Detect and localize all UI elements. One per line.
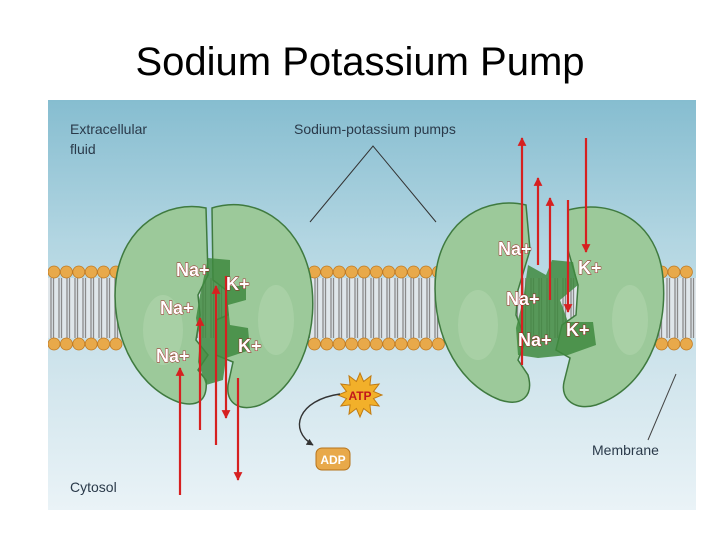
left-pump-arrows xyxy=(175,276,243,495)
na-ion-label: Na+ xyxy=(498,239,532,259)
k-ion-label: K+ xyxy=(238,336,262,356)
lipid-head xyxy=(431,337,445,351)
adp-badge: ADP xyxy=(315,447,351,471)
slide-title: Sodium Potassium Pump xyxy=(135,40,585,84)
lipid-head xyxy=(97,265,110,279)
lipid-head xyxy=(59,337,73,351)
lipid-head xyxy=(320,337,334,351)
left-pump-right-subunit xyxy=(211,203,314,409)
extracellular-label: Extracellular xyxy=(70,121,147,137)
lipid-head xyxy=(84,337,98,351)
lipid-head xyxy=(407,337,421,351)
lipid-head xyxy=(655,337,668,351)
na-ion-label: Na+ xyxy=(506,289,540,309)
lipid-head xyxy=(382,337,396,351)
lipid-head xyxy=(357,265,371,279)
na-ion-label: Na+ xyxy=(176,260,210,280)
lipid-head xyxy=(419,337,433,351)
right-pump-channel xyxy=(516,260,596,358)
lipid-head xyxy=(394,337,408,351)
lipid-head xyxy=(72,265,86,279)
lipid-head xyxy=(320,265,334,279)
lipid-head xyxy=(59,265,73,279)
atp-to-adp-arrow xyxy=(298,393,341,446)
lipid-head xyxy=(680,337,693,351)
na-ion-label: Na+ xyxy=(518,330,552,350)
extracellular-label-line2: fluid xyxy=(70,141,96,157)
membrane-label: Membrane xyxy=(592,442,659,458)
lipid-head xyxy=(109,337,123,351)
k-ion-label: K+ xyxy=(578,258,602,278)
right-pump xyxy=(434,202,665,408)
lipid-head xyxy=(369,337,383,351)
lipid-head xyxy=(72,337,86,351)
right-pump-right-subunit xyxy=(555,206,665,408)
left-pump-channel xyxy=(196,258,250,385)
right-pump-ions: Na+ Na+ Na+ K+ K+ xyxy=(498,239,602,351)
lipid-head xyxy=(357,337,371,351)
lipid-head xyxy=(97,337,110,351)
lipid-head xyxy=(407,265,421,279)
lipid-head xyxy=(48,265,61,279)
k-ion-label: K+ xyxy=(566,320,590,340)
lipid-head xyxy=(419,265,433,279)
pumps-pointer-lines xyxy=(309,145,437,223)
lipid-head xyxy=(307,337,321,351)
membrane-pointer-line xyxy=(647,373,677,441)
atp-badge: ATP xyxy=(336,371,384,419)
adp-label: ADP xyxy=(320,453,345,467)
lipid-head xyxy=(680,265,693,279)
lipid-head xyxy=(382,265,396,279)
left-pump xyxy=(114,203,314,409)
lipid-head xyxy=(667,265,681,279)
pump-diagram: ATP ADP Na+ Na+ Na+ K+ K+ Na+ Na+ Na+ K+… xyxy=(48,100,696,510)
lipid-head xyxy=(345,337,359,351)
lipid-head xyxy=(369,265,383,279)
lipid-head xyxy=(48,337,61,351)
right-pump-arrows xyxy=(517,137,591,365)
atp-label: ATP xyxy=(348,389,371,403)
pumps-label: Sodium-potassium pumps xyxy=(294,121,456,137)
lipid-head xyxy=(332,337,346,351)
lipid-head xyxy=(394,265,408,279)
left-pump-ions: Na+ Na+ Na+ K+ K+ xyxy=(156,260,262,367)
lipid-head xyxy=(332,265,346,279)
right-pump-left-subunit xyxy=(434,202,531,403)
na-ion-label: Na+ xyxy=(156,346,190,366)
lipid-head xyxy=(345,265,359,279)
lipid-head xyxy=(84,265,98,279)
k-ion-label: K+ xyxy=(226,274,250,294)
lipid-head xyxy=(667,337,681,351)
cytosol-label: Cytosol xyxy=(70,479,117,495)
na-ion-label: Na+ xyxy=(160,298,194,318)
